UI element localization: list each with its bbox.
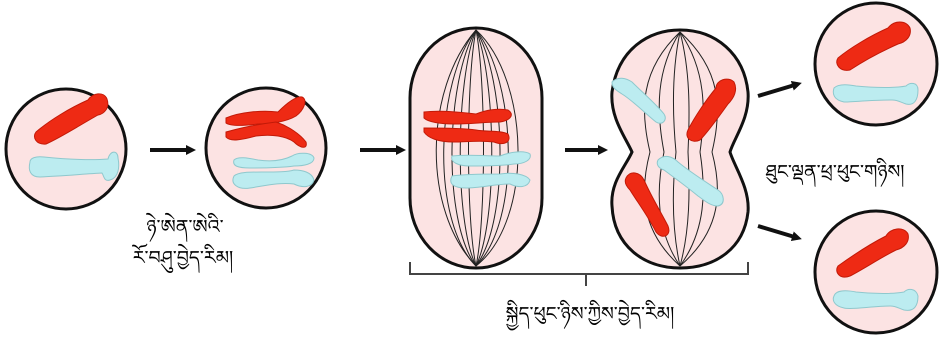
- cell-membrane: [6, 89, 126, 209]
- cell-membrane: [815, 211, 937, 333]
- cell-membrane: [815, 3, 937, 125]
- arrow-to-upper-daughter: [758, 84, 798, 96]
- daughter-cell-lower: [815, 211, 937, 333]
- mitosis-label: སྐྱིད་ཕུང་ཉིས་ཀྱིས་བྱེད་རིམ།: [440, 292, 740, 346]
- cell-anaphase: [612, 30, 748, 268]
- cell-replicated: [206, 88, 326, 208]
- cell-metaphase: [410, 28, 542, 268]
- cell-membrane: [206, 88, 326, 208]
- cell-membrane: [612, 30, 748, 268]
- daughter-cell-upper: [815, 3, 937, 125]
- interphase-label-line2: ཪོ་བཤུ་བྱེད་རིམ།: [78, 236, 288, 290]
- cell-membrane: [410, 28, 542, 268]
- cell-interphase: [6, 89, 126, 209]
- daughter-cells-label: ཐུང་ལྡན་ཕྲ་ཕུང་གཉིས།: [722, 150, 948, 204]
- arrow-to-lower-daughter: [758, 226, 798, 238]
